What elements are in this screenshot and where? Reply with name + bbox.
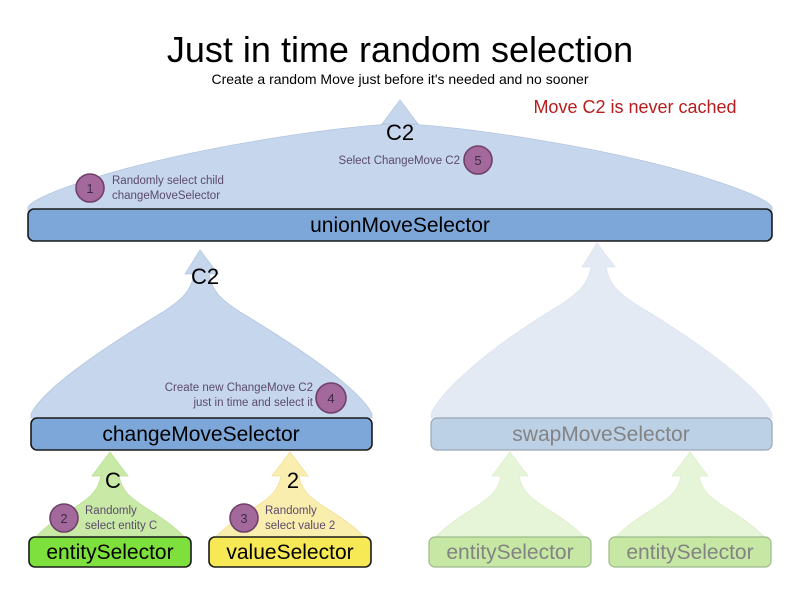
entity-selector-swap-left-box[interactable] (428, 536, 592, 568)
step-3: 3 Randomly select value 2 (229, 503, 335, 533)
entity-selector-swap-left-label: entitySelector (446, 541, 573, 564)
value-selector-change-label: valueSelector (226, 541, 353, 564)
warning-note: Move C2 is never cached (533, 97, 736, 117)
step-4-line-2: just in time and select it (192, 397, 313, 409)
step-5-number: 5 (474, 153, 481, 168)
flow-label-entity: C (105, 468, 121, 493)
change-move-selector-box[interactable] (30, 417, 373, 451)
step-4-line-1: Create new ChangeMove C2 (165, 382, 313, 394)
swap-move-selector-label: swapMoveSelector (512, 423, 689, 446)
node-entity-selector-swap-right[interactable]: entitySelector (608, 536, 772, 568)
entity-selector-swap-right-box[interactable] (608, 536, 772, 568)
step-2-line-2: select entity C (85, 520, 157, 532)
step-2-badge (49, 503, 79, 533)
node-union-move-selector[interactable]: unionMoveSelector (27, 208, 773, 242)
step-5-badge (463, 145, 493, 175)
flow-label-change: C2 (191, 264, 219, 289)
step-3-line-1: Randomly (265, 505, 317, 517)
swap-move-selector-box[interactable] (430, 417, 773, 451)
step-2: 2 Randomly select entity C (49, 503, 157, 533)
step-3-number: 3 (240, 511, 247, 526)
step-1-badge (75, 173, 105, 203)
step-1-number: 1 (86, 181, 93, 196)
arrow-swap-output (430, 242, 773, 419)
entity-selector-change-label: entitySelector (46, 541, 173, 564)
node-change-move-selector[interactable]: changeMoveSelector (30, 417, 373, 451)
step-1-line-2: changeMoveSelector (112, 190, 220, 202)
page-title: Just in time random selection (167, 29, 633, 70)
node-value-selector-change[interactable]: valueSelector (208, 536, 372, 568)
flow-label-top: C2 (386, 120, 414, 145)
step-1: 1 Randomly select child changeMoveSelect… (75, 173, 224, 203)
node-swap-move-selector[interactable]: swapMoveSelector (430, 417, 773, 451)
value-selector-change-box[interactable] (208, 536, 372, 568)
union-move-selector-label: unionMoveSelector (310, 214, 490, 237)
step-3-line-2: select value 2 (265, 520, 335, 532)
flow-label-value: 2 (287, 468, 299, 493)
entity-selector-swap-right-label: entitySelector (626, 541, 753, 564)
page-subtitle: Create a random Move just before it's ne… (211, 71, 588, 87)
entity-selector-change-box[interactable] (28, 536, 192, 568)
node-entity-selector-change[interactable]: entitySelector (28, 536, 192, 568)
union-move-selector-box[interactable] (27, 208, 773, 242)
step-2-line-1: Randomly (85, 505, 137, 517)
step-5: Select ChangeMove C2 5 (339, 145, 493, 175)
step-2-number: 2 (60, 511, 67, 526)
step-4-number: 4 (327, 391, 334, 406)
step-5-line-1: Select ChangeMove C2 (339, 155, 460, 167)
change-move-selector-label: changeMoveSelector (102, 423, 299, 446)
step-3-badge (229, 503, 259, 533)
node-entity-selector-swap-left[interactable]: entitySelector (428, 536, 592, 568)
step-4: Create new ChangeMove C2 just in time an… (165, 382, 347, 414)
step-1-line-1: Randomly select child (112, 175, 224, 187)
step-4-badge (315, 382, 347, 414)
